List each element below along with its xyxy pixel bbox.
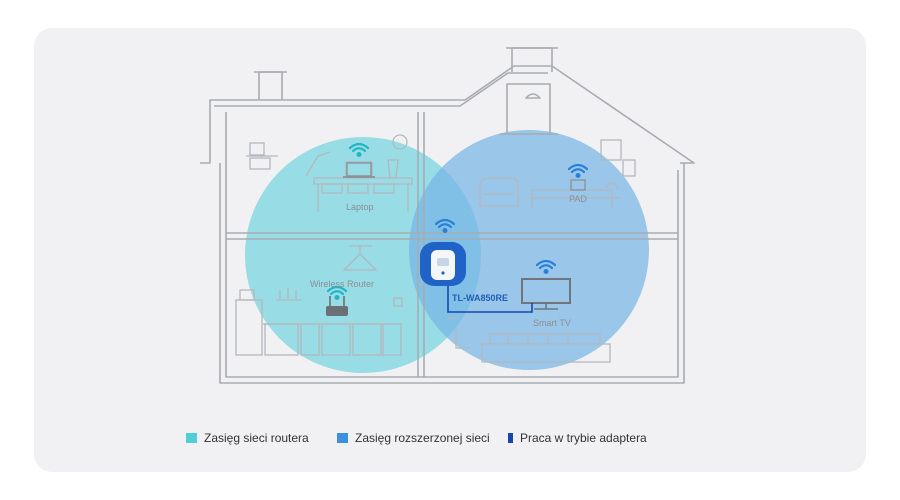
- furniture: [235, 134, 636, 363]
- wireless-router-device: [326, 296, 348, 316]
- legend-swatch-extended: [337, 433, 348, 443]
- legend-label-extended: Zasięg rozszerzonej sieci: [355, 431, 490, 445]
- extender-label: TL-WA850RE: [452, 293, 508, 303]
- legend-swatch-adapter: [508, 433, 513, 443]
- pad-device: [570, 179, 586, 191]
- pad-label: PAD: [569, 194, 587, 204]
- extender-device: [420, 242, 466, 286]
- legend-adapter-mode: Praca w trybie adaptera: [508, 431, 647, 445]
- house-outline: [200, 47, 695, 384]
- legend-extended-coverage: Zasięg rozszerzonej sieci: [337, 431, 490, 445]
- smart-tv-label: Smart TV: [533, 318, 571, 328]
- laptop-device: [343, 162, 375, 178]
- smart-tv-device: [521, 278, 571, 310]
- wireless-router-label: Wireless Router: [310, 279, 374, 289]
- adapter-cable: [447, 285, 533, 313]
- legend-router-coverage: Zasięg sieci routera: [186, 431, 309, 445]
- laptop-label: Laptop: [346, 202, 374, 212]
- legend-label-router: Zasięg sieci routera: [204, 431, 309, 445]
- legend-swatch-router: [186, 433, 197, 443]
- legend-label-adapter: Praca w trybie adaptera: [520, 431, 647, 445]
